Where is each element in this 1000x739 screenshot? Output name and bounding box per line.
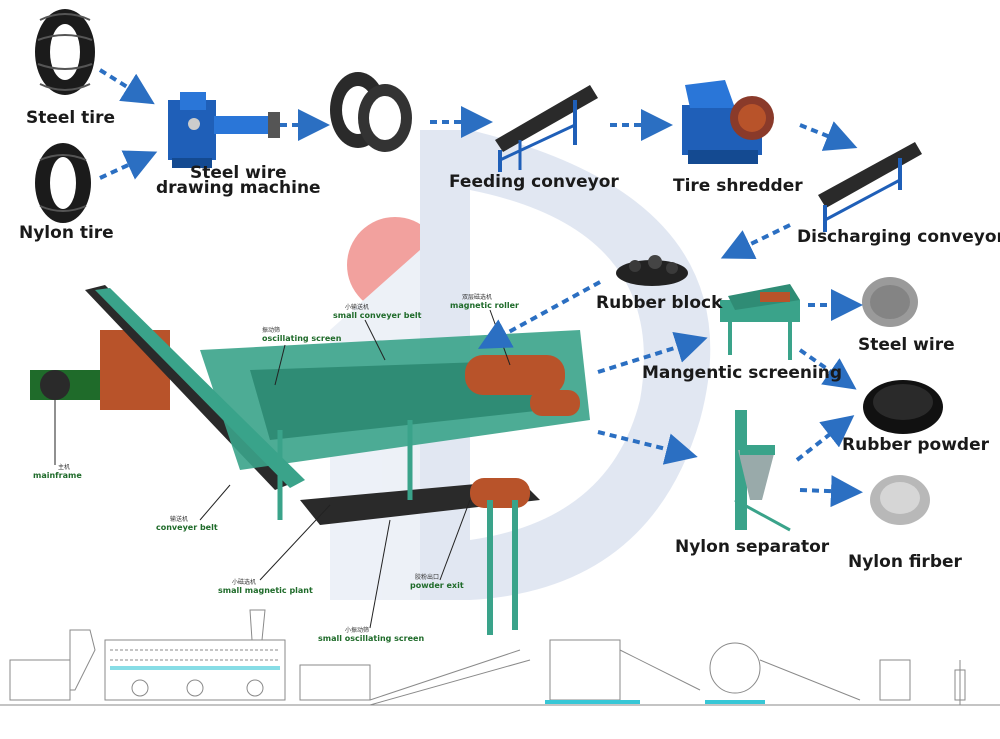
arrow-separator-to-rubber-powder bbox=[795, 415, 855, 462]
nylon-separator-image bbox=[734, 410, 791, 532]
schematic-accent-2 bbox=[705, 700, 765, 704]
magnetic-screening-label: Mangentic screening bbox=[642, 363, 843, 383]
steel-tire-image bbox=[35, 9, 95, 95]
wire-drawing-machine-image bbox=[168, 92, 280, 168]
oscillating-screen-cn-label: 振动筛 bbox=[262, 327, 281, 334]
rubber-block-label: Rubber block bbox=[596, 293, 723, 313]
nylon-separator-label: Nylon separator bbox=[675, 537, 830, 557]
arrow-discharge-to-rubber-block bbox=[720, 223, 791, 259]
conveyor-belt-cn-label: 输送机 bbox=[170, 516, 189, 523]
arrow-rubber-block-to-machine bbox=[477, 280, 601, 349]
arrow-screening-to-rubber-powder bbox=[798, 348, 857, 390]
magnetic-screening-image bbox=[720, 284, 800, 360]
steel-wire-pile-image bbox=[862, 277, 918, 327]
nylon-fiber-image bbox=[870, 475, 930, 525]
arrow-shredder-to-discharge bbox=[799, 121, 858, 151]
tire-shredder-image bbox=[682, 80, 774, 164]
nylon-fiber-label: Nylon firber bbox=[848, 552, 962, 572]
bottom-schematic-drawing bbox=[0, 609, 1000, 706]
small-conveyor-belt-label: small conveyer belt bbox=[333, 311, 422, 320]
small-magnetic-plant-cn-label: 小磁选机 bbox=[232, 579, 257, 586]
production-line-machine-image bbox=[30, 285, 590, 635]
nylon-tire-label: Nylon tire bbox=[19, 223, 114, 243]
magnetic-roller-label: magnetic roller bbox=[450, 301, 519, 310]
wire-drawing-label-line2: drawing machine bbox=[156, 178, 321, 198]
oscillating-screen-label: oscillating screen bbox=[262, 334, 342, 343]
rubber-block-image bbox=[616, 255, 688, 286]
mainframe-cn-label: 主机 bbox=[58, 464, 71, 471]
nylon-tire-image bbox=[35, 143, 91, 223]
rubber-powder-label: Rubber powder bbox=[842, 435, 989, 455]
powder-exit-label: powder exit bbox=[410, 581, 464, 590]
mainframe-label: mainframe bbox=[33, 471, 82, 480]
feeding-conveyor-label: Feeding conveyor bbox=[449, 172, 619, 192]
arrow-separator-to-nylon-fiber bbox=[799, 475, 863, 508]
schematic-accent-1 bbox=[545, 700, 640, 704]
magnetic-roller-cn-label: 双层磁选机 bbox=[462, 294, 493, 301]
conveyor-belt-label: conveyer belt bbox=[156, 523, 218, 532]
arrow-machine-to-nylon-separator bbox=[597, 430, 698, 465]
rubber-powder-pile-image bbox=[863, 380, 943, 434]
schematic-accent-3 bbox=[110, 666, 280, 670]
small-oscillating-screen-label: small oscillating screen bbox=[318, 634, 425, 643]
small-magnetic-plant-label: small magnetic plant bbox=[218, 586, 313, 595]
flow-arrows bbox=[98, 68, 863, 508]
wire-drawing-label-line1: Steel wire bbox=[190, 163, 287, 183]
steel-ring-image bbox=[330, 72, 412, 152]
tire-shredder-label: Tire shredder bbox=[673, 176, 803, 196]
powder-exit-cn-label: 胶粉出口 bbox=[415, 574, 440, 581]
machine-callout-lines bbox=[54, 309, 511, 629]
arrow-machine-to-screening bbox=[597, 331, 708, 374]
arrow-nylon-tire-to-drawing bbox=[99, 150, 158, 180]
arrow-steel-tire-to-drawing bbox=[98, 68, 155, 105]
steel-tire-label: Steel tire bbox=[26, 108, 116, 128]
feeding-conveyor-image bbox=[495, 85, 598, 172]
discharging-conveyor-label: Discharging conveyor bbox=[797, 227, 1000, 247]
small-conveyor-belt-cn-label: 小输送机 bbox=[345, 304, 370, 311]
steel-wire-label: Steel wire bbox=[858, 335, 955, 355]
discharging-conveyor-image bbox=[818, 142, 922, 232]
small-oscillating-screen-cn-label: 小振动筛 bbox=[345, 627, 370, 634]
